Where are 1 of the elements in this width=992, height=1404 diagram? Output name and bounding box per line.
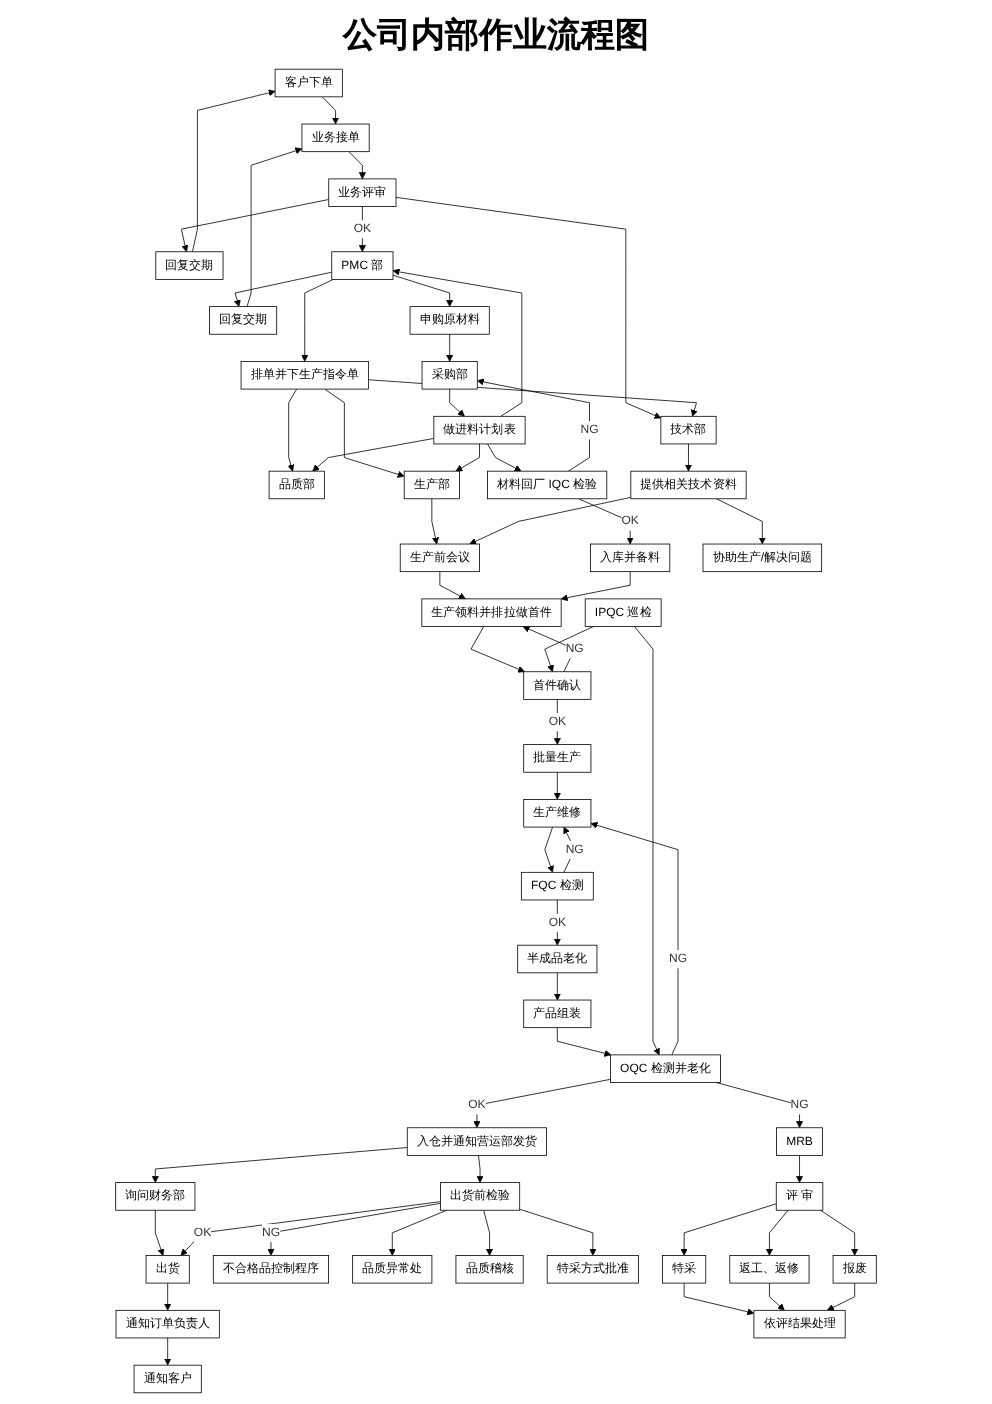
diagram-title: 公司内部作业流程图: [343, 14, 649, 58]
